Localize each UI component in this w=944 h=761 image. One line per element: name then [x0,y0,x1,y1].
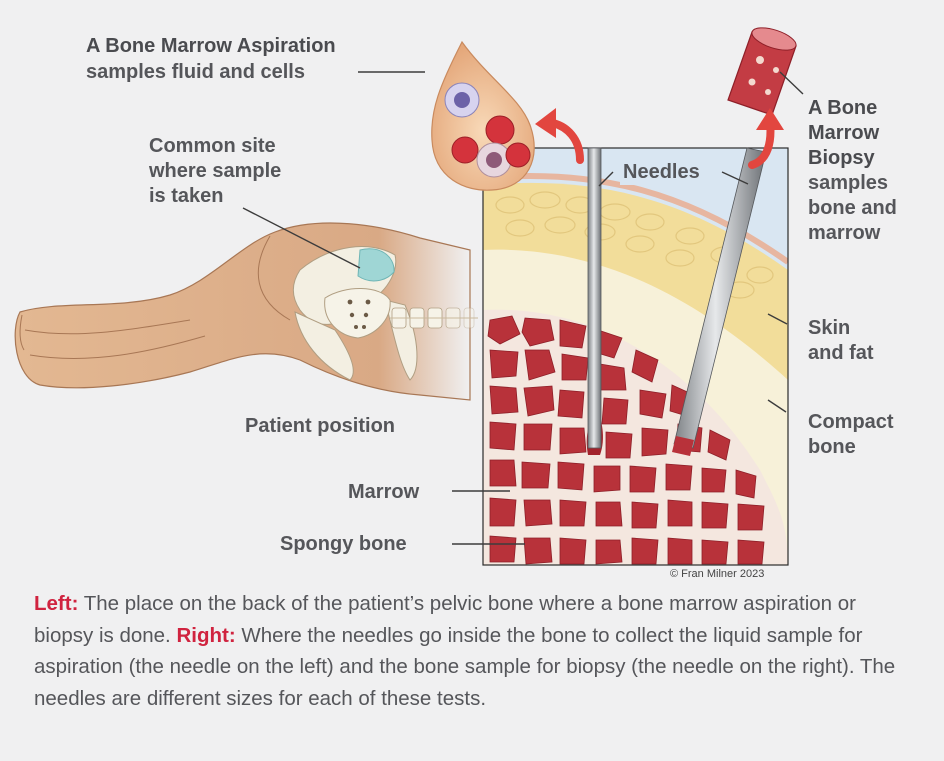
common-site-line-2: where sample [149,159,281,184]
aspiration-subtitle-label: samples fluid and cells [86,60,305,85]
biopsy-line-1: A Bone [808,96,897,121]
patient-position-label: Patient position [245,414,395,439]
biopsy-line-4: samples [808,171,897,196]
skin-fat-label: Skin and fat [808,316,874,366]
aspiration-needle [588,148,601,448]
biopsy-line-5: bone and [808,196,897,221]
bone-marrow-diagram [0,0,944,590]
biopsy-line-6: marrow [808,221,897,246]
marrow-label: Marrow [348,480,419,505]
common-site-label: Common site where sample is taken [149,134,281,209]
compact-bone-label: Compact bone [808,410,894,460]
biopsy-line-3: Biopsy [808,146,897,171]
copyright-credit: © Fran Milner 2023 [670,568,764,580]
common-site-line-1: Common site [149,134,281,159]
caption-left-label: Left: [34,592,78,615]
aspiration-title-label: A Bone Marrow Aspiration [86,34,336,59]
biopsy-core-sample [728,23,799,115]
skin-fat-line-2: and fat [808,341,874,366]
biopsy-label: A Bone Marrow Biopsy samples bone and ma… [808,96,897,246]
patient-figure [15,223,478,400]
aspiration-droplet [432,42,534,190]
compact-bone-line-2: bone [808,435,894,460]
needles-label: Needles [620,160,703,185]
biopsy-line-2: Marrow [808,121,897,146]
spongy-bone-label: Spongy bone [280,532,407,557]
caption-right-label: Right: [176,624,235,647]
figure-caption: Left: The place on the back of the patie… [34,588,914,714]
compact-bone-line-1: Compact [808,410,894,435]
common-site-line-3: is taken [149,184,281,209]
skin-fat-line-1: Skin [808,316,874,341]
